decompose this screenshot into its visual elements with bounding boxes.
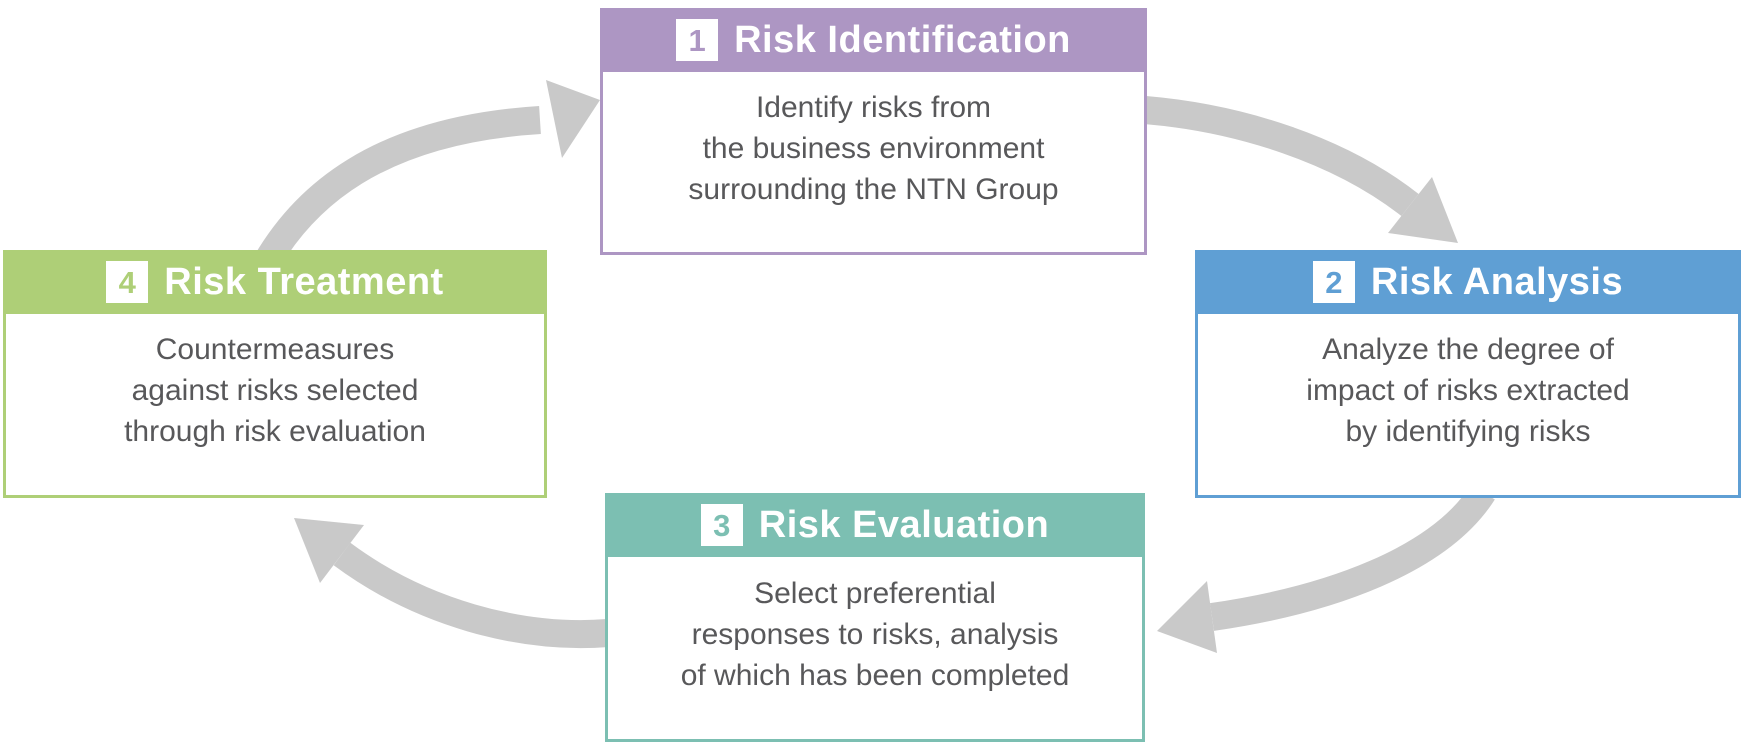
step-1-description-line: the business environment <box>702 131 1045 165</box>
step-2-header: 2 Risk Analysis <box>1195 250 1741 314</box>
arrow-identification-to-analysis-icon <box>1143 96 1419 217</box>
step-1-description-line: Identify risks from <box>755 90 992 124</box>
step-1-title: Risk Identification <box>734 18 1071 61</box>
step-1-description-line: surrounding the NTN Group <box>688 172 1059 206</box>
step-box-risk-treatment: 4 Risk Treatment Countermeasures against… <box>3 250 547 498</box>
arrowhead-evaluation-to-treatment-icon <box>294 518 364 583</box>
step-4-description-line: through risk evaluation <box>124 415 426 448</box>
arrow-analysis-to-evaluation-icon <box>1210 484 1495 631</box>
step-box-risk-analysis: 2 Risk Analysis Analyze the degree of im… <box>1195 250 1741 498</box>
step-3-number-badge: 3 <box>700 504 743 546</box>
step-3-description-line: Select preferential <box>754 576 996 610</box>
step-box-risk-identification: 1 Risk Identification Identify risks fro… <box>600 8 1147 255</box>
step-2-title: Risk Analysis <box>1370 260 1624 303</box>
step-2-description: Analyze the degree of impact of risks ex… <box>1195 314 1741 498</box>
step-4-description-line: Countermeasures <box>155 333 395 366</box>
arrow-treatment-to-identification-icon <box>245 106 541 285</box>
step-1-header: 1 Risk Identification <box>600 8 1147 72</box>
arrowhead-identification-to-analysis-icon <box>1388 177 1458 243</box>
step-4-header: 4 Risk Treatment <box>3 250 547 314</box>
step-1-number-badge: 1 <box>676 19 719 61</box>
step-4-title: Risk Treatment <box>164 260 444 303</box>
step-2-description-line: impact of risks extracted <box>1306 374 1630 407</box>
step-3-description-line: responses to risks, analysis <box>691 617 1059 651</box>
step-2-description-line: Analyze the degree of <box>1322 333 1614 366</box>
arrowhead-analysis-to-evaluation-icon <box>1157 581 1217 653</box>
arrowhead-treatment-to-identification-icon <box>546 80 600 158</box>
arrow-evaluation-to-treatment-icon <box>333 542 610 649</box>
step-3-description-line: of which has been completed <box>680 658 1070 692</box>
step-3-title: Risk Evaluation <box>758 503 1050 546</box>
step-2-number-badge: 2 <box>1312 261 1355 303</box>
step-4-number-badge: 4 <box>106 261 149 303</box>
step-2-description-line: by identifying risks <box>1345 415 1591 448</box>
step-4-description-line: against risks selected <box>131 374 419 407</box>
step-3-description: Select preferential responses to risks, … <box>605 557 1145 742</box>
step-3-header: 3 Risk Evaluation <box>605 493 1145 557</box>
step-1-description: Identify risks from the business environ… <box>600 72 1147 255</box>
step-4-description: Countermeasures against risks selected t… <box>3 314 547 498</box>
step-box-risk-evaluation: 3 Risk Evaluation Select preferential re… <box>605 493 1145 742</box>
